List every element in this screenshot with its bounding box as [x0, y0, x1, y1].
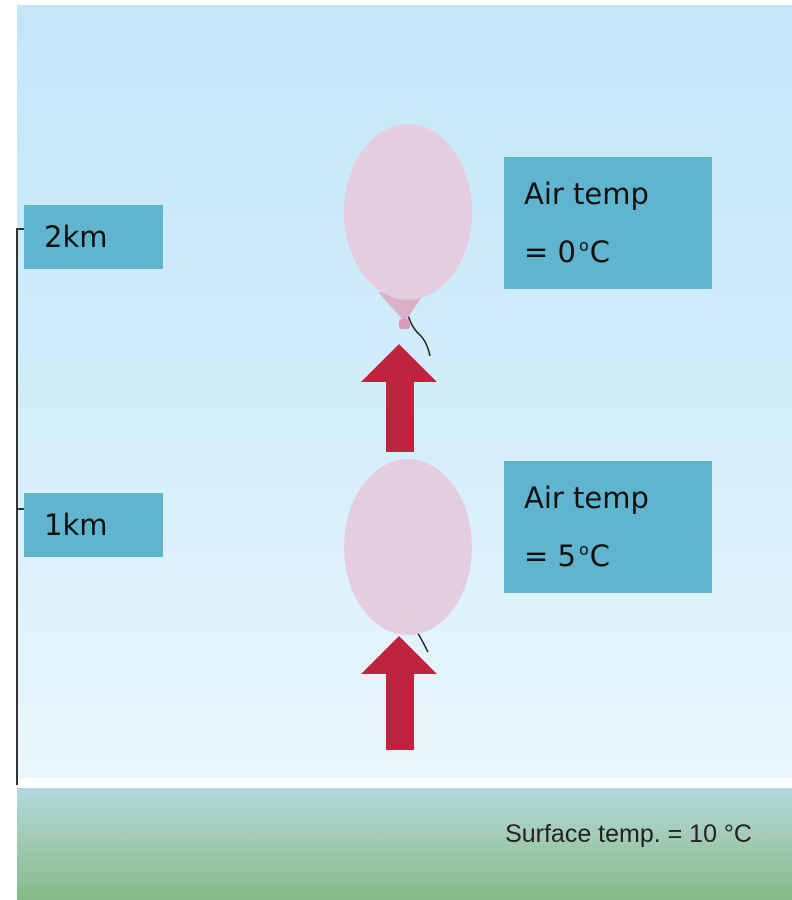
- surface-temp-label: Surface temp. = 10 °C: [505, 820, 752, 848]
- air-temp-title: Air temp: [524, 177, 649, 211]
- altitude-axis: [16, 228, 18, 785]
- balloon-body: [344, 124, 472, 300]
- axis-tick-1km: [16, 508, 24, 510]
- altitude-label-text: 2km: [44, 220, 108, 254]
- ground-surface: [17, 788, 792, 900]
- air-temp-title: Air temp: [524, 481, 649, 515]
- balloon-body: [344, 459, 472, 635]
- balloon-knot: [399, 319, 410, 329]
- axis-tick-2km: [16, 228, 24, 230]
- rising-arrow-lower: [361, 636, 437, 750]
- balloon-lower: [344, 459, 472, 653]
- rising-arrow-upper: [361, 344, 437, 452]
- altitude-label-2km: 2km: [24, 205, 163, 269]
- altitude-label-text: 1km: [44, 508, 108, 542]
- balloon-upper: [344, 124, 472, 357]
- altitude-label-1km: 1km: [24, 493, 163, 557]
